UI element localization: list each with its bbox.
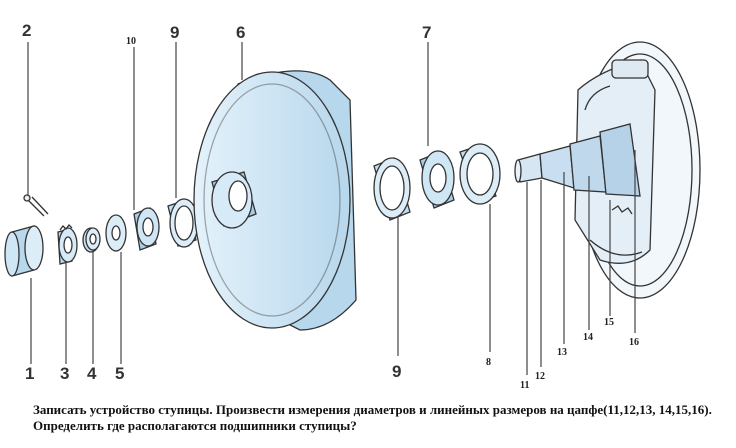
label-part-12: 12: [535, 371, 545, 382]
outer-race-small: [167, 198, 199, 248]
label-part-1: 1: [25, 364, 34, 383]
label-part-10: 10: [126, 36, 136, 47]
label-part-16: 16: [629, 337, 639, 348]
label-part-6: 6: [236, 23, 245, 42]
spindle-assembly: [514, 41, 701, 299]
label-part-9-top: 9: [170, 23, 179, 42]
label-part-8: 8: [486, 357, 491, 368]
hub-nut: [82, 227, 101, 253]
castle-nut: [57, 224, 78, 265]
task-caption: Записать устройство ступицы. Произвести …: [33, 402, 712, 433]
cotter-pin: [23, 194, 49, 217]
label-part-13: 13: [557, 347, 567, 358]
label-part-3: 3: [60, 364, 69, 383]
label-part-14: 14: [583, 332, 593, 343]
thrust-washer: [105, 214, 127, 252]
label-part-7: 7: [422, 23, 431, 42]
leader-lines: [27, 42, 636, 375]
label-part-15: 15: [604, 317, 614, 328]
label-part-2: 2: [22, 21, 31, 40]
outer-bearing: [133, 207, 160, 251]
label-part-4: 4: [87, 364, 97, 383]
outer-race-large: [373, 157, 411, 221]
label-part-9-bottom: 9: [392, 362, 401, 381]
brake-drum: [193, 70, 357, 331]
inner-bearing: [419, 150, 455, 209]
hub-cap: [4, 225, 44, 277]
label-part-5: 5: [115, 364, 124, 383]
label-part-11: 11: [520, 380, 529, 391]
grease-seal: [459, 143, 501, 205]
